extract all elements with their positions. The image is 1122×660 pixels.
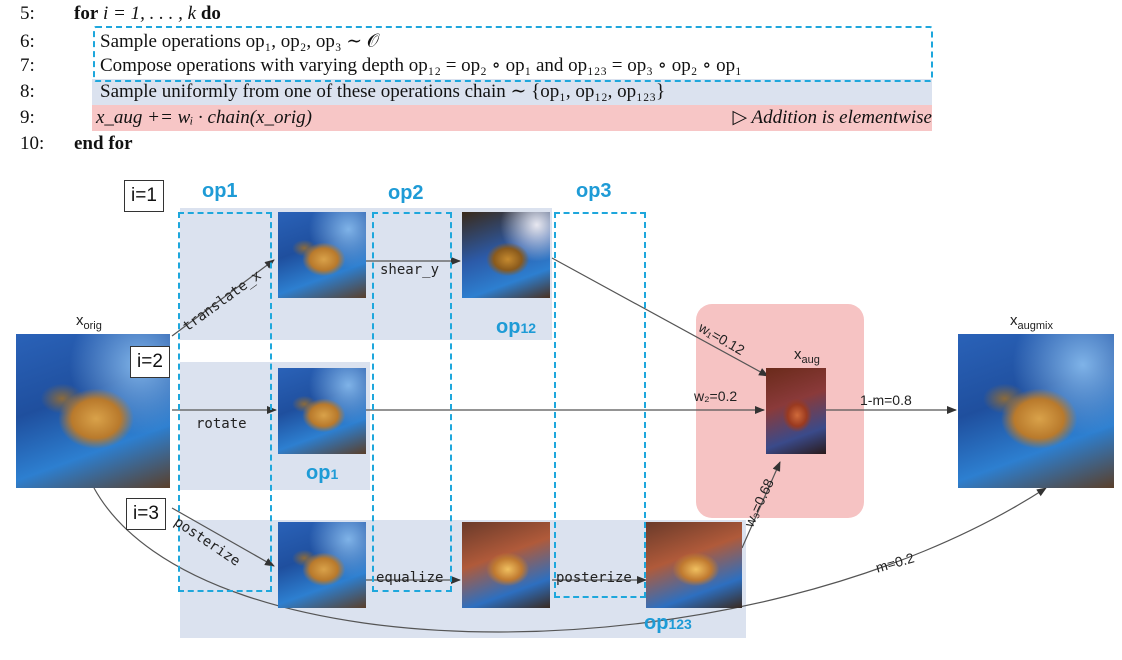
keyword: end for: [74, 133, 133, 154]
chain-label-op123: op123: [644, 612, 692, 634]
algorithm-block: 5: for i = 1, . . . , k do 6: Sample ope…: [0, 0, 1122, 160]
iteration-tag-1: i=1: [124, 180, 164, 212]
line-text: Compose operations with varying depth op…: [100, 55, 742, 76]
image-rotated: [278, 368, 366, 454]
symbol-x-aug: xaug: [794, 346, 820, 366]
line-text: x_aug += wᵢ · chain(x_orig): [96, 107, 312, 128]
image-translated: [278, 212, 366, 298]
line-text: Sample operations op₁, op₂, op₃ ∼ 𝒪: [100, 31, 379, 52]
arrow-w1: [551, 257, 769, 377]
op2-header: op2: [388, 182, 424, 204]
iteration-tag-2: i=2: [130, 346, 170, 378]
weight-w2: w₂=0.2: [694, 388, 738, 404]
edge-label-equalize: equalize: [376, 570, 444, 586]
line-number: 9:: [20, 107, 35, 128]
algorithm-line-8: 8: Sample uniformly from one of these op…: [0, 80, 1122, 104]
highlight-line-8: [92, 79, 932, 105]
algorithm-line-9: 9: x_aug += wᵢ · chain(x_orig) ▷ Additio…: [0, 106, 1122, 130]
image-posterized-2: [646, 522, 742, 608]
symbol-x-orig: xorig: [76, 312, 102, 332]
op1-header: op1: [202, 180, 238, 202]
op3-header: op3: [576, 180, 612, 202]
line-number: 5:: [20, 3, 35, 24]
image-sheared: [462, 212, 550, 298]
edge-label-shear: shear_y: [380, 262, 440, 278]
arrow-m-skip: [93, 487, 1047, 633]
line-number: 6:: [20, 31, 35, 52]
edge-label-rotate: rotate: [196, 416, 247, 432]
algorithm-line-6: 6: Sample operations op₁, op₂, op₃ ∼ 𝒪: [0, 30, 1122, 54]
symbol-x-augmix: xaugmix: [1010, 312, 1053, 332]
line-number: 8:: [20, 81, 35, 102]
op2-column: [372, 212, 452, 592]
arrow-translate: [171, 259, 275, 337]
op1-column: [178, 212, 272, 592]
chain-label-op12: op12: [496, 316, 537, 338]
arrow-posterize-1: [171, 507, 275, 567]
chain-label-op1: op1: [306, 462, 339, 484]
line-number: 10:: [20, 133, 45, 154]
algorithm-line-7: 7: Compose operations with varying depth…: [0, 54, 1122, 78]
image-x-aug: [766, 368, 826, 454]
algorithm-line-5: 5: for i = 1, . . . , k do: [0, 2, 1122, 26]
weight-1-minus-m: 1-m=0.8: [860, 392, 912, 408]
line-text: Sample uniformly from one of these opera…: [100, 81, 666, 102]
image-equalized: [462, 522, 550, 608]
algorithm-line-10: 10: end for: [0, 132, 1122, 156]
dashed-box-lines-6-7: [93, 26, 933, 82]
image-x-augmix: [958, 334, 1114, 488]
iteration-tag-3: i=3: [126, 498, 166, 530]
keyword: do: [200, 3, 221, 24]
op3-column: [554, 212, 646, 598]
image-posterized: [278, 522, 366, 608]
arrow-w3: [741, 461, 781, 549]
highlight-line-9: [92, 105, 932, 131]
keyword: for: [74, 3, 99, 24]
line-number: 7:: [20, 55, 35, 76]
line-comment: ▷ Addition is elementwise: [732, 107, 933, 128]
edge-label-posterize-2: posterize: [556, 570, 632, 586]
loop-range: i = 1, . . . , k: [98, 3, 201, 24]
